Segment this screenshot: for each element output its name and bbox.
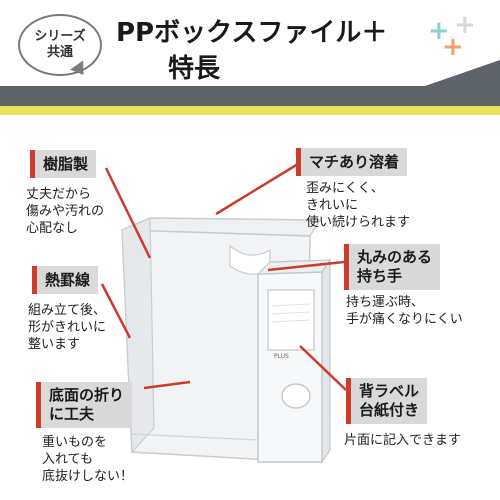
feature-desc-bottom-fold: 重いものを 入れても 底抜けしない！ <box>42 435 134 484</box>
badge-line1: シリーズ <box>34 29 86 44</box>
feature-label-bottom-fold: 底面の折り に工夫 <box>36 382 133 428</box>
page-title: PPボックスファイル＋ <box>116 18 388 48</box>
feature-desc-resin: 丈夫だから 傷みや汚れの 心配なし <box>26 187 105 236</box>
plus-icon: + <box>454 10 476 40</box>
page-subtitle: 特長 <box>168 54 221 84</box>
feature-label-heat-crease: 熱罫線 <box>32 266 99 294</box>
feature-label-resin: 樹脂製 <box>30 150 97 178</box>
feature-desc-heat-crease: 組み立て後、 形がきれいに 整います <box>28 303 107 352</box>
header-stripe <box>0 106 500 115</box>
feature-label-gusset-weld: マチあり溶着 <box>296 148 408 176</box>
plus-icon: + <box>442 32 464 62</box>
feature-desc-spine-label: 片面に記入できます <box>344 433 462 448</box>
plus-icon: + <box>428 16 450 46</box>
series-common-badge: シリーズ 共通 <box>18 14 102 76</box>
badge-line2: 共通 <box>46 45 73 60</box>
feature-desc-gusset-weld: 歪みにくく、 きれいに 使い続けられます <box>306 181 411 230</box>
brand-label: PLUS <box>274 353 289 360</box>
header-band <box>0 60 500 106</box>
feature-label-spine-label: 背ラベル 台紙付き <box>346 378 428 424</box>
feature-label-round-handle: 丸みのある 持ち手 <box>344 244 441 290</box>
pp-box-file-illustration: PLUS <box>121 217 332 464</box>
feature-desc-round-handle: 持ち運ぶ時、 手が痛くなりにくい <box>346 295 463 327</box>
